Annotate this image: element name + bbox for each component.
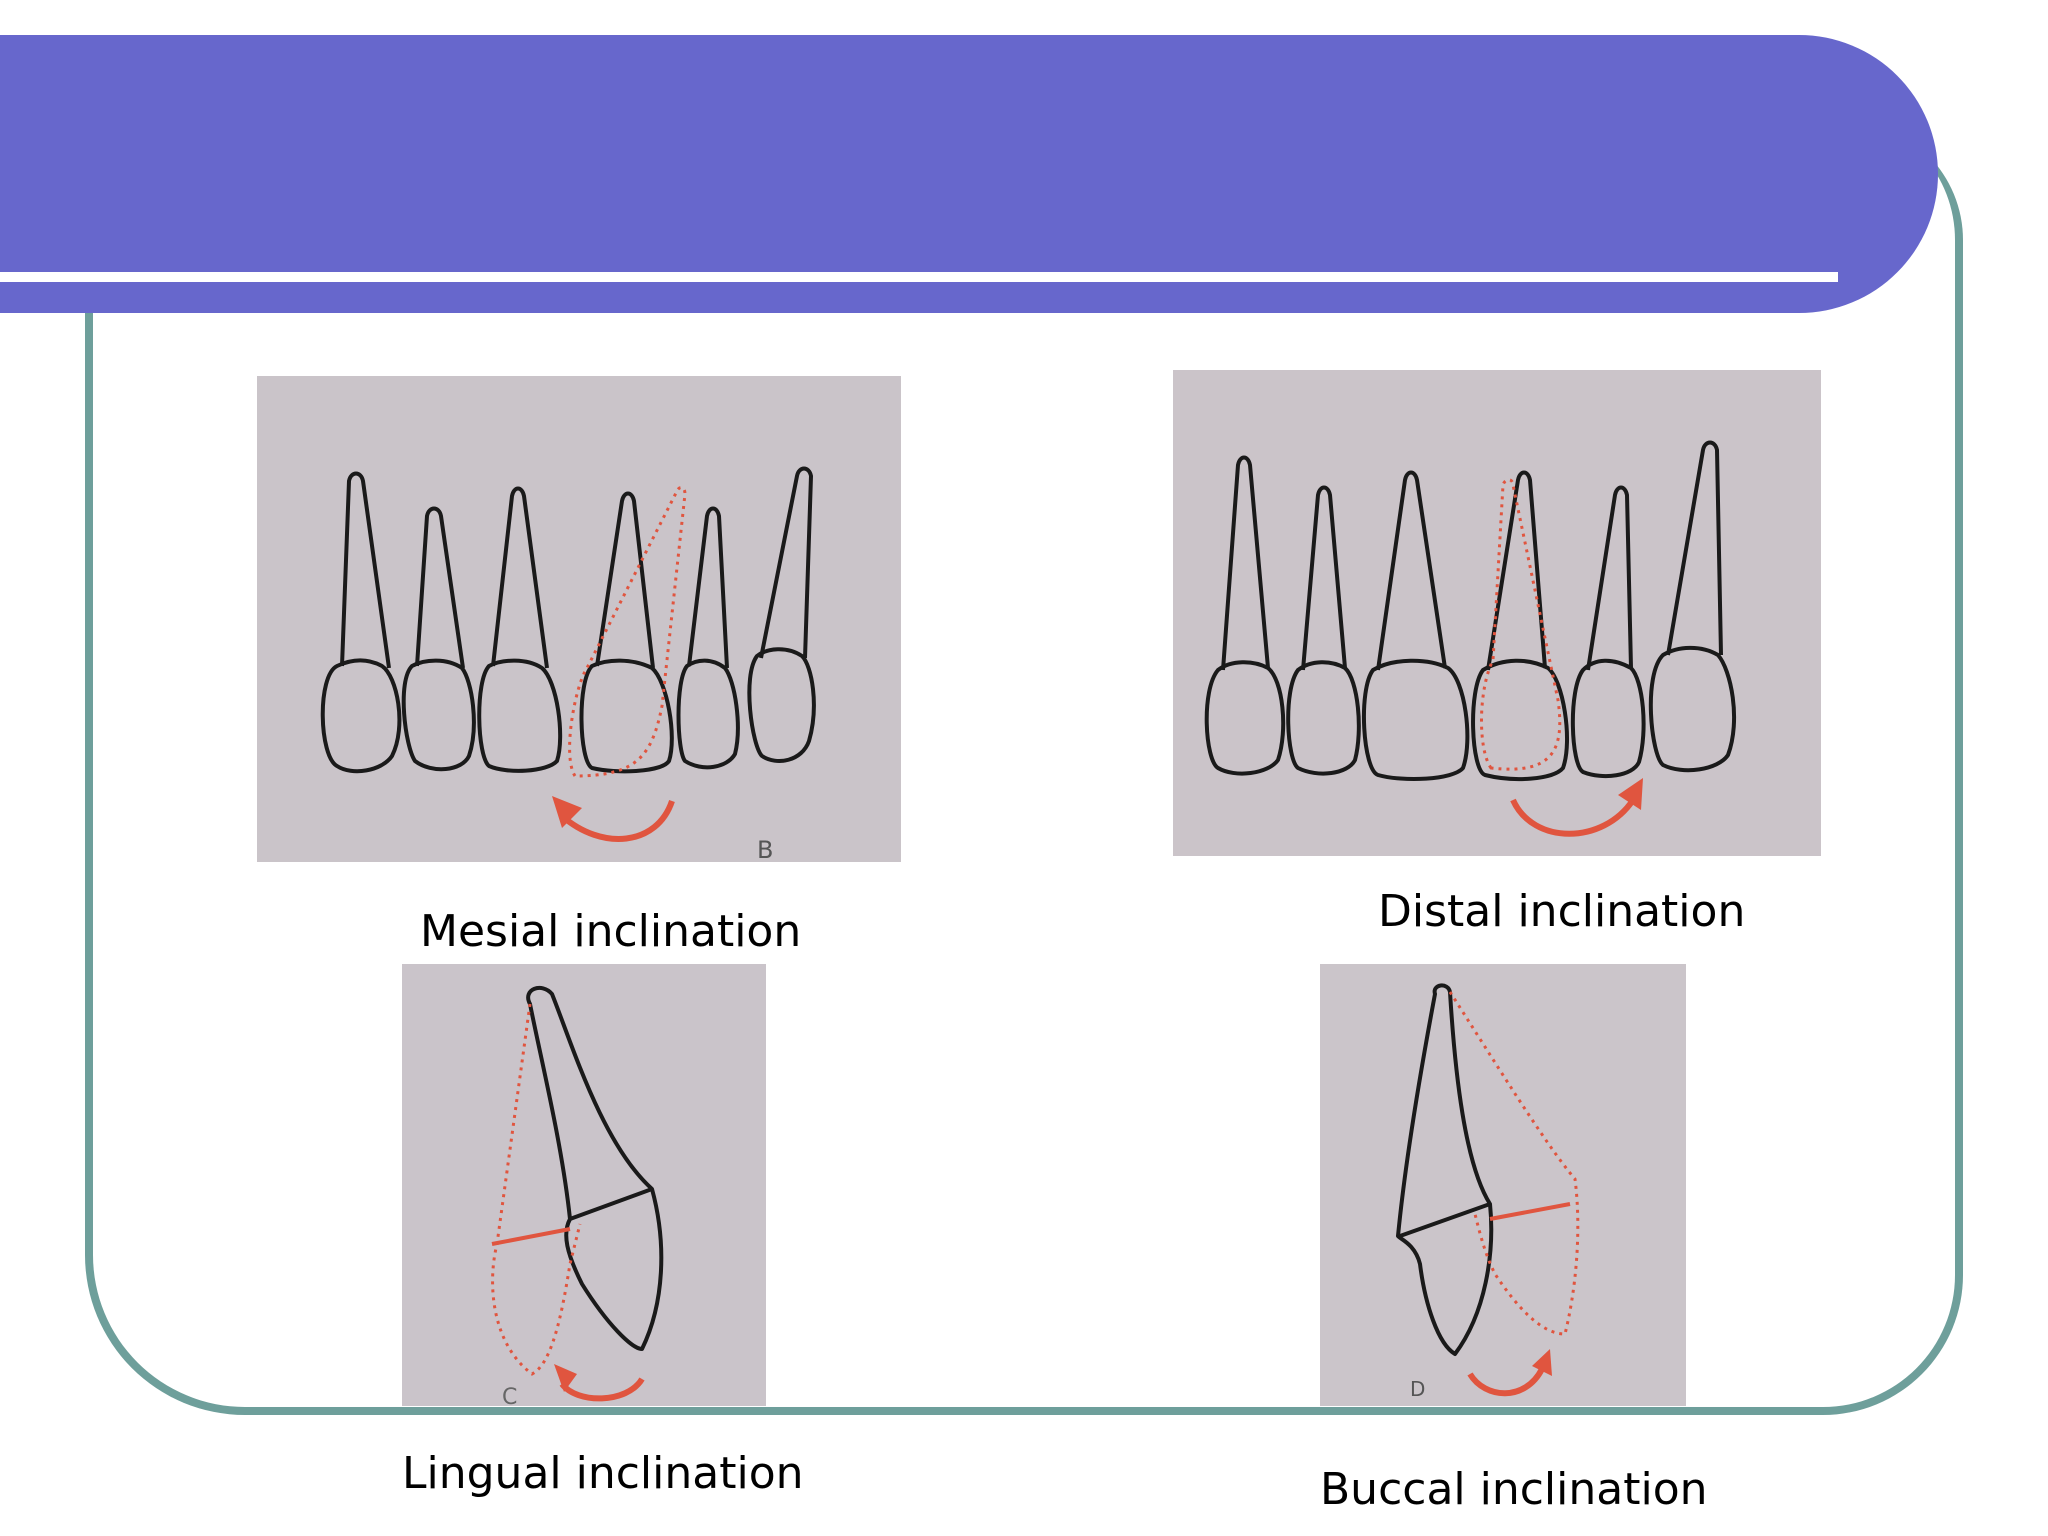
distal-inclination-figure [1173,370,1821,856]
title-band [0,35,1938,313]
caption-lingual: Lingual inclination [402,1448,804,1499]
figure-label: D [1410,1377,1425,1401]
lingual-inclination-figure: C [402,964,766,1406]
caption-buccal: Buccal inclination [1320,1464,1708,1515]
title-rule [0,272,1838,282]
slide-frame [85,120,1963,1415]
caption-distal: Distal inclination [1378,886,1746,937]
caption-mesial: Mesial inclination [420,906,802,957]
figure-label: C [502,1385,517,1406]
buccal-inclination-figure: D [1320,964,1686,1406]
figure-label: B [757,836,773,862]
mesial-inclination-figure: B [257,376,901,862]
